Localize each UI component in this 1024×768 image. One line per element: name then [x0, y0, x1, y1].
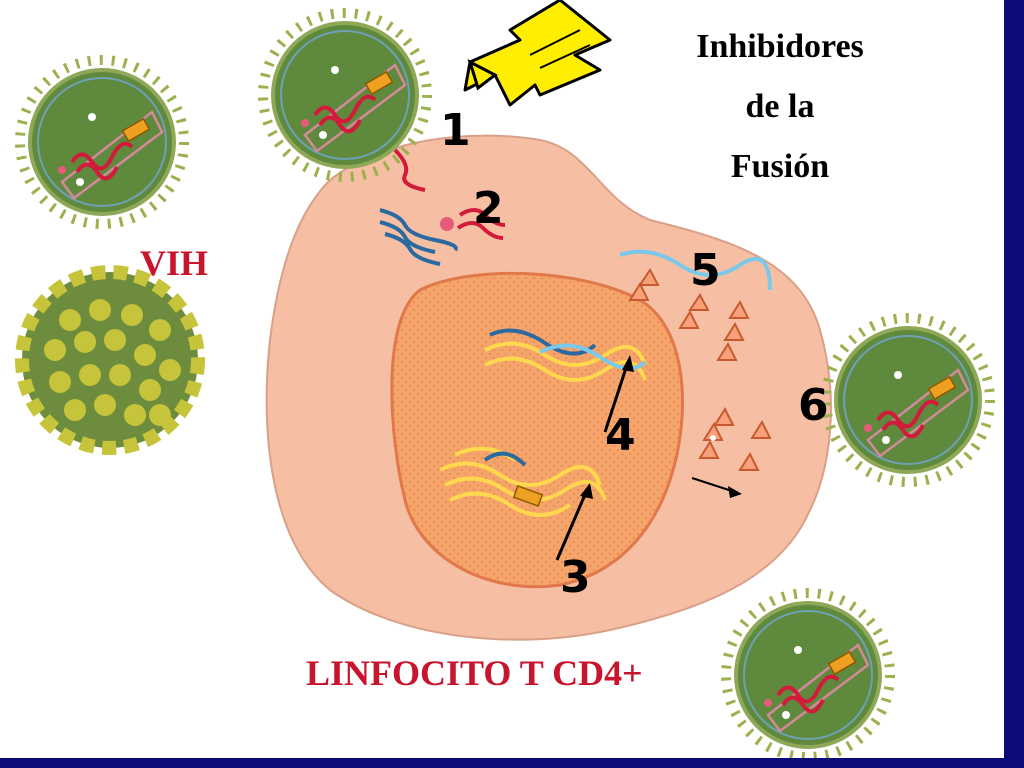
- step-6: 6: [798, 380, 829, 431]
- naked-virus: [15, 265, 205, 455]
- frame-right-border: [1004, 0, 1024, 768]
- virion-bottom: [726, 593, 890, 757]
- title-line-2: de la: [745, 88, 815, 125]
- viral-rna-entering: [393, 148, 426, 192]
- step-5: 5: [690, 245, 721, 296]
- virion-budding: [826, 318, 990, 482]
- lightning-arrow-icon: [463, 0, 612, 107]
- cell-label: LINFOCITO T CD4+: [306, 653, 643, 693]
- step-2: 2: [473, 183, 504, 234]
- frame-bottom-border: [0, 758, 1024, 768]
- virion-left: [20, 60, 184, 224]
- step-4: 4: [605, 410, 636, 461]
- step-1: 1: [440, 105, 471, 156]
- step-3: 3: [560, 552, 591, 603]
- virus-label: VIH: [140, 243, 209, 283]
- title-line-1: Inhibidores: [696, 28, 864, 65]
- title-line-3: Fusión: [730, 148, 830, 185]
